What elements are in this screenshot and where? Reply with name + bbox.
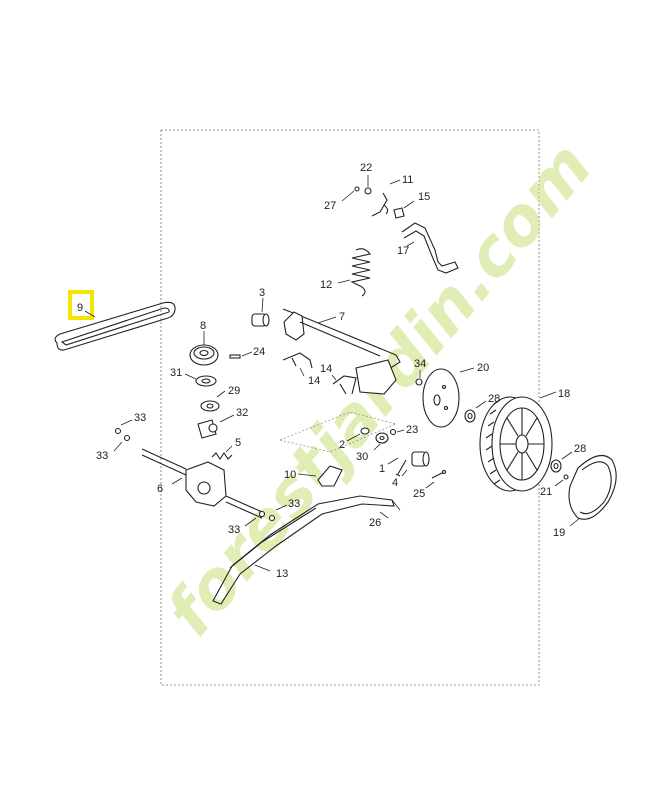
label-23: 23 [406,424,418,436]
label-10: 10 [284,469,296,481]
part-28-washer-b [550,459,562,473]
assembly-boundary [160,129,540,686]
part-30-washer [375,432,389,444]
part-27-pin [354,186,360,192]
label-33a: 33 [134,412,146,424]
highlight-box [68,290,94,320]
label-21: 21 [540,486,552,498]
part-33-pins-left [114,427,131,442]
label-8: 8 [200,320,206,332]
part-14-lever-a [282,352,313,369]
label-14a: 14 [308,375,320,387]
part-19-hubcap [568,454,617,520]
part-3-bushing [251,313,270,327]
label-26: 26 [369,517,381,529]
part-12-spring [350,248,371,297]
part-34-washer [415,378,423,386]
label-18: 18 [558,388,570,400]
label-24: 24 [253,346,265,358]
label-33c: 33 [288,498,300,510]
part-6-gearbox [141,448,263,519]
part-14-lever-b [332,375,357,395]
label-20: 20 [477,362,489,374]
part-13-lever [212,495,395,605]
part-32-bearing [197,419,218,439]
label-32: 32 [236,407,248,419]
label-7: 7 [339,311,345,323]
label-4: 4 [392,477,398,489]
label-9: 9 [77,302,83,314]
part-10-bracket [317,465,343,487]
part-21-screw [563,474,569,480]
part-15-knob [393,207,405,219]
label-34: 34 [414,358,426,370]
part-29-washer [200,400,220,412]
label-14b: 14 [320,363,332,375]
label-12: 12 [320,279,332,291]
part-25-screw [431,469,447,479]
part-23-nut [389,428,397,436]
label-11: 11 [402,174,413,186]
label-29: 29 [228,385,240,397]
label-13: 13 [276,568,288,580]
label-22: 22 [360,162,372,174]
part-8-pulley [189,344,219,366]
label-33b: 33 [96,450,108,462]
part-7-axle-bracket [282,308,401,395]
part-31-washer [195,375,217,387]
label-1: 1 [379,463,385,475]
label-25: 25 [413,488,425,500]
part-5-spring [211,452,233,460]
part-4-screw [395,459,407,477]
label-28b: 28 [574,443,586,455]
part-24-key [229,354,241,359]
label-33d: 33 [228,524,240,536]
label-15: 15 [418,191,430,203]
label-3: 3 [259,287,265,299]
part-9-belt [54,301,176,351]
part-33-pins-right [258,510,276,522]
label-27: 27 [324,200,336,212]
label-30: 30 [356,451,368,463]
part-11-clip [371,192,389,217]
part-17-rod [401,222,459,274]
part-1-hub [411,451,430,467]
label-31: 31 [170,367,182,379]
label-5: 5 [235,437,241,449]
label-17: 17 [397,245,409,257]
part-22-screw [364,187,372,195]
label-6: 6 [157,483,163,495]
label-19: 19 [553,527,565,539]
part-28-washer-a [464,409,476,423]
label-2: 2 [339,439,345,451]
part-20-drive-disc [422,368,460,428]
part-18-wheel [479,396,553,492]
part-2-washer [360,427,370,435]
